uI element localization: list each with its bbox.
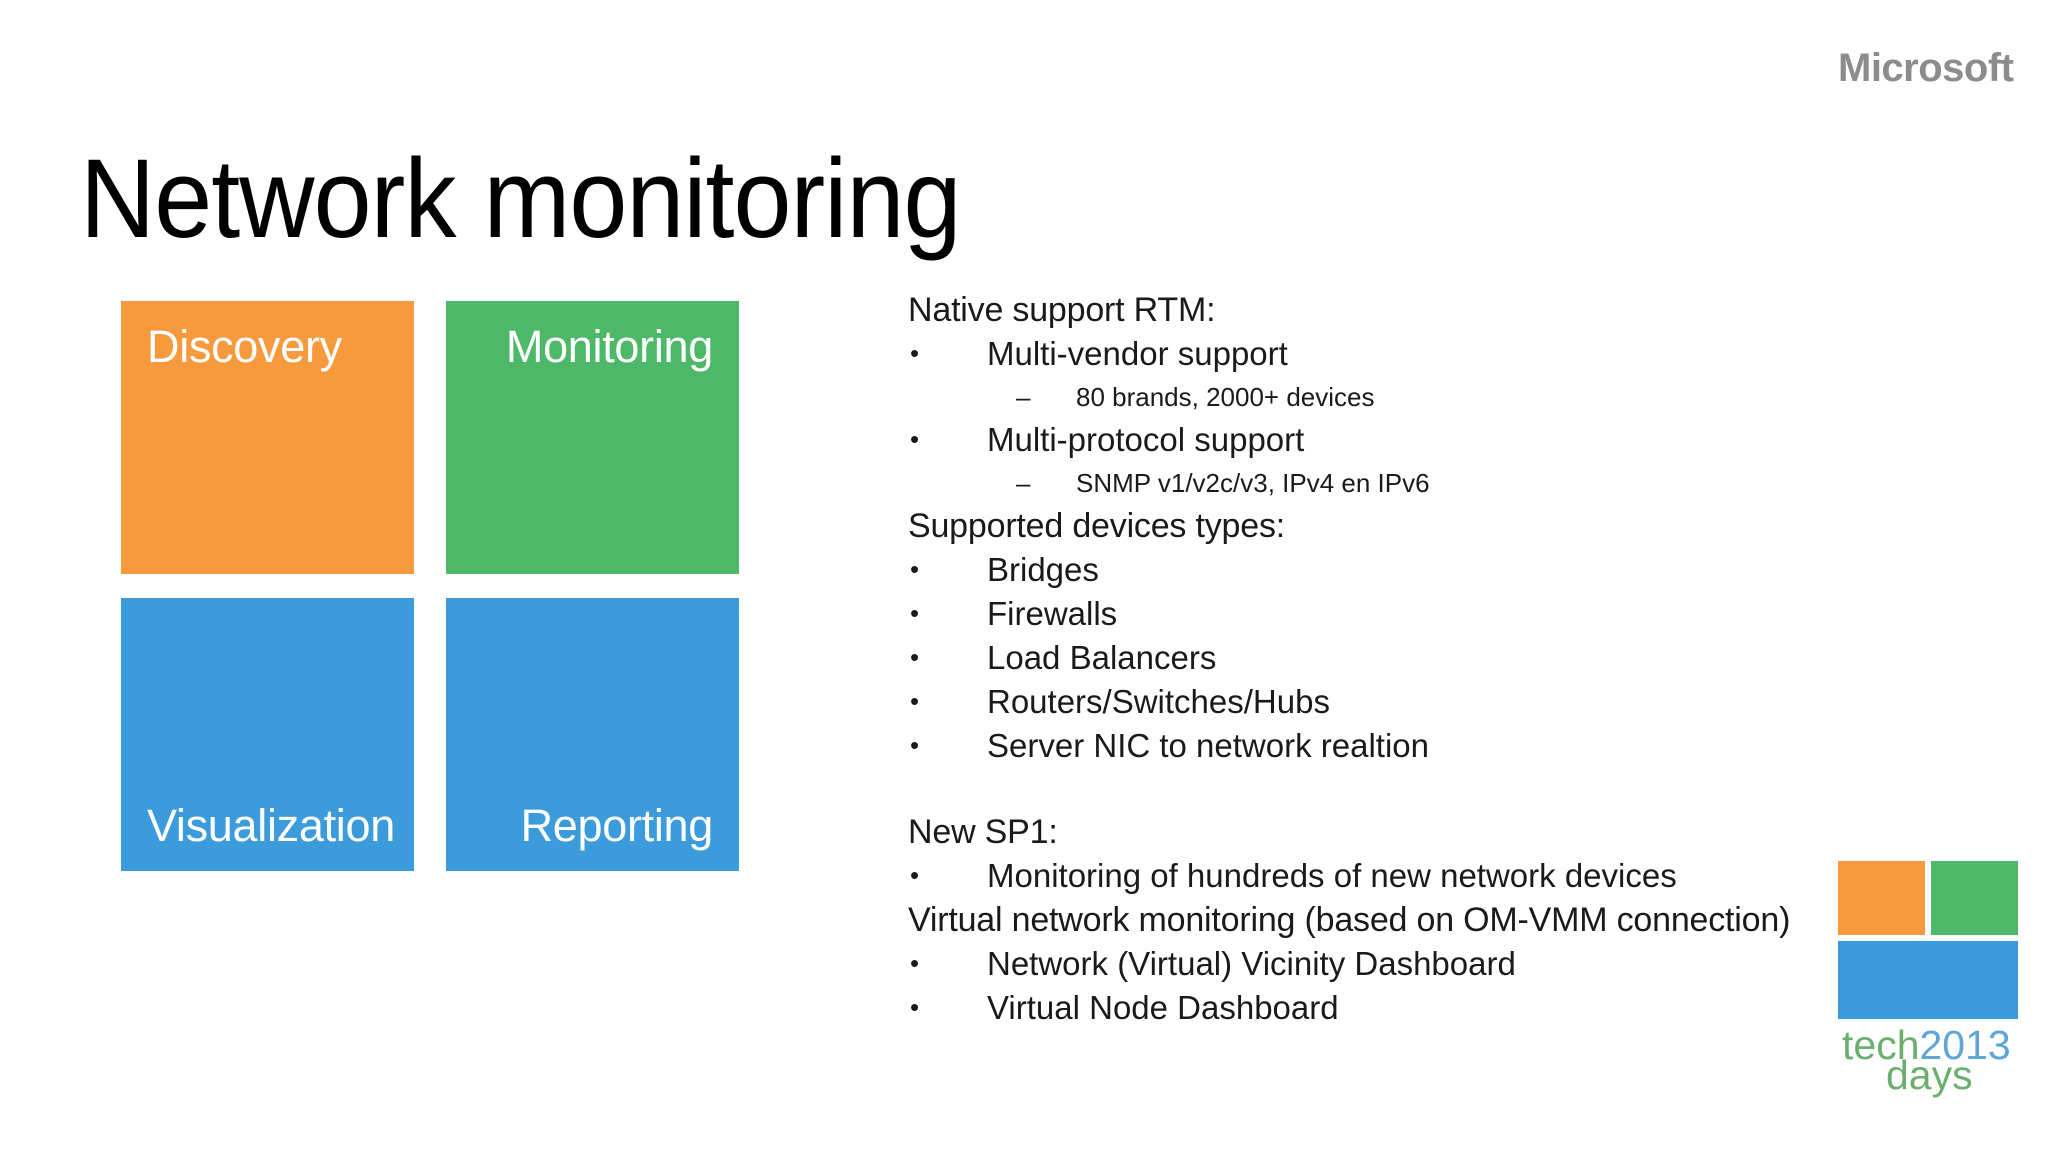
content-line-level-1: Routers/Switches/Hubs bbox=[908, 679, 1908, 724]
tile-grid: Discovery Monitoring Visualization Repor… bbox=[121, 301, 741, 881]
content-line-level-0: Virtual network monitoring (based on OM-… bbox=[908, 901, 1791, 939]
techdays-logo-row-top: tech2013 bbox=[1842, 1023, 2011, 1067]
tile-visualization[interactable]: Visualization bbox=[121, 598, 414, 871]
techdays-logo-row-bottom: days bbox=[1886, 1053, 1973, 1097]
content-line-level-0: Native support RTM: bbox=[908, 291, 1216, 329]
tile-reporting[interactable]: Reporting bbox=[446, 598, 739, 871]
techdays-word-days: days bbox=[1886, 1052, 1973, 1098]
content-line-level-1: Firewalls bbox=[908, 591, 1908, 636]
techdays-logo-text: tech2013 days bbox=[1838, 1023, 2018, 1111]
techdays-square-blue bbox=[1838, 941, 2018, 1019]
content-line-level-1: Bridges bbox=[908, 547, 1908, 592]
techdays-logo-squares bbox=[1838, 861, 2018, 1019]
content-line-level-1: Monitoring of hundreds of new network de… bbox=[908, 853, 1908, 898]
techdays-logo: tech2013 days bbox=[1838, 861, 2018, 1111]
techdays-square-green bbox=[1931, 861, 2018, 935]
content-spacer bbox=[908, 768, 1908, 810]
content-line-level-1: Load Balancers bbox=[908, 635, 1908, 680]
microsoft-logo: Microsoft bbox=[1838, 46, 2014, 90]
content-line-level-1: Multi-protocol support bbox=[908, 417, 1908, 462]
content-line-level-1: Multi-vendor support bbox=[908, 331, 1908, 376]
tile-visualization-label: Visualization bbox=[147, 799, 395, 851]
content-line-level-2: SNMP v1/v2c/v3, IPv4 en IPv6 bbox=[908, 462, 1908, 504]
content-line-level-1: Network (Virtual) Vicinity Dashboard bbox=[908, 941, 1908, 986]
content-line-level-1: Server NIC to network realtion bbox=[908, 723, 1908, 768]
techdays-word-tech: tech bbox=[1842, 1022, 1920, 1068]
content-line-level-2: 80 brands, 2000+ devices bbox=[908, 376, 1908, 418]
content-list: Native support RTM:Multi-vendor support8… bbox=[908, 288, 1908, 1030]
page-title: Network monitoring bbox=[80, 136, 961, 262]
tile-monitoring-label: Monitoring bbox=[505, 321, 713, 372]
tile-reporting-label: Reporting bbox=[520, 799, 714, 851]
content-line-level-0: New SP1: bbox=[908, 813, 1058, 851]
tile-discovery-label: Discovery bbox=[147, 321, 342, 372]
tile-monitoring[interactable]: Monitoring bbox=[446, 301, 739, 574]
techdays-square-orange bbox=[1838, 861, 1925, 935]
content-line-level-0: Supported devices types: bbox=[908, 507, 1285, 545]
tile-discovery[interactable]: Discovery bbox=[121, 301, 414, 574]
content-line-level-1: Virtual Node Dashboard bbox=[908, 985, 1908, 1030]
techdays-word-year: 2013 bbox=[1919, 1022, 2011, 1068]
